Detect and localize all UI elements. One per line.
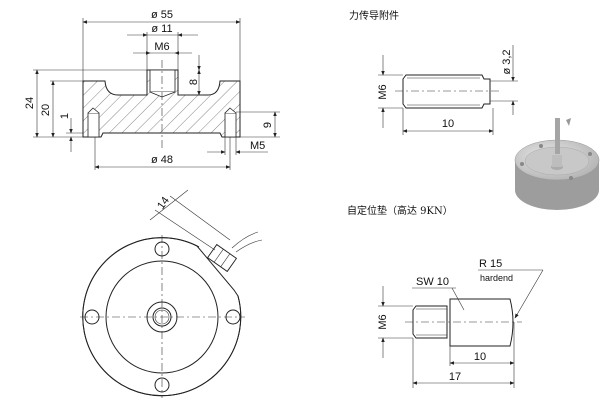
dim-depth-8: 8: [188, 79, 200, 85]
dim-tip-dia: ø 3,2: [501, 49, 513, 74]
accessory-2-title: 自定位垫（高达 9KN）: [347, 204, 453, 217]
force-transmission-accessory: 力传导附件 M6 10 ø 3,2: [349, 9, 518, 135]
load-cell-3d-render: [514, 118, 600, 210]
dim-m6-top: M6: [154, 41, 169, 53]
dim-height-24: 24: [24, 97, 36, 109]
self-locating-pad: 自定位垫（高达 9KN） SW 10 R 15 hardend M6 10 17: [347, 204, 544, 388]
dim-dia-11: ø 11: [151, 23, 172, 35]
dim-connector-14: 14: [155, 195, 172, 212]
dim-dia-55: ø 55: [151, 9, 173, 21]
label-hardend: hardend: [480, 273, 513, 283]
dim-offset-1: 1: [59, 113, 71, 119]
dim-m6-pin: M6: [377, 84, 389, 99]
dim-length-17: 17: [449, 371, 461, 383]
connector: [206, 243, 238, 273]
plan-view: 14: [80, 189, 263, 398]
dim-length-10-pin: 10: [442, 118, 454, 130]
section-view: ø 55 ø 11 M6 8 24 20 1 9 M5 ø 48: [24, 9, 280, 170]
label-sw10: SW 10: [416, 276, 449, 288]
dim-dia-48: ø 48: [151, 154, 173, 166]
dim-m6-pad: M6: [377, 314, 389, 329]
dim-m5: M5: [250, 140, 265, 152]
accessory-1-title: 力传导附件: [349, 9, 399, 22]
dim-height-20: 20: [40, 104, 52, 116]
label-r15: R 15: [479, 258, 502, 270]
dim-length-10-pad: 10: [474, 351, 486, 363]
dim-depth-9: 9: [262, 122, 274, 128]
